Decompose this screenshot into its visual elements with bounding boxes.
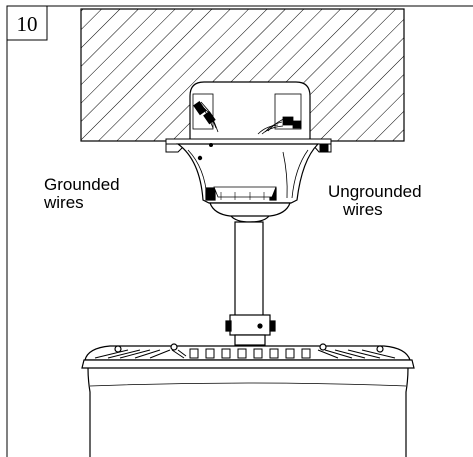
step-number-box: 10 [6,5,48,41]
step-number: 10 [17,12,38,36]
grounded-wires-callout: Grounded wires [43,175,120,212]
fan-motor-housing [81,343,415,457]
ungrounded-label-line1: Ungrounded [328,182,422,201]
coupling-cover [209,202,291,223]
ungrounded-label-line2: wires [342,200,383,219]
canopy [176,143,320,204]
grounded-label-line2: wires [43,193,84,212]
page-frame [6,5,473,457]
downrod [225,221,276,346]
grounded-label-line1: Grounded [44,175,120,194]
wire-connectors [193,101,302,135]
ungrounded-wires-callout: Ungrounded wires [328,182,422,219]
